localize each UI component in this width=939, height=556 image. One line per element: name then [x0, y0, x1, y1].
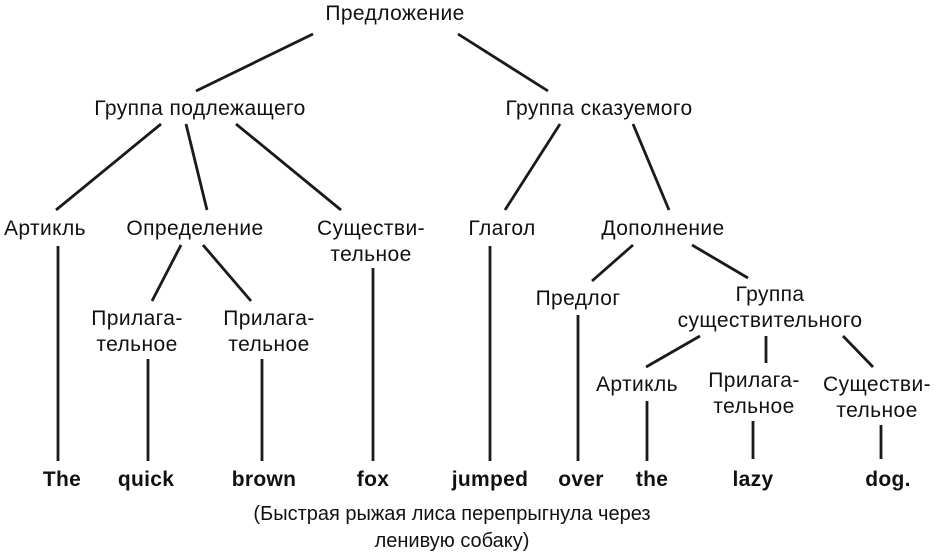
edge-sentence-predicate-group: [457, 32, 549, 93]
edge-subject-group-attribute: [184, 123, 209, 211]
node-subject-group: Группа подлежащего: [94, 97, 306, 120]
word-the-2: the: [635, 468, 669, 491]
edge-attribute-adjective-1: [150, 244, 183, 302]
edge-attribute-adjective-2: [201, 244, 253, 302]
edge-sentence-subject-group: [195, 32, 314, 93]
edge-predicate-group-verb: [503, 123, 562, 211]
node-verb: Глагол: [468, 217, 536, 240]
node-preposition: Предлог: [535, 287, 621, 310]
node-attribute: Определение: [126, 217, 264, 240]
node-noun-group: Группа существительного: [677, 283, 863, 332]
edge-subject-group-article: [55, 122, 162, 212]
node-article-1: Артикль: [4, 217, 86, 240]
translation-caption: (Быстрая рыжая лиса перепрыгнула через л…: [253, 503, 651, 552]
edge-predicate-group-object: [631, 123, 671, 211]
node-adjective-1: Прилага- тельное: [91, 307, 183, 356]
node-adjective-3: Прилага- тельное: [708, 369, 800, 418]
word-jumped: jumped: [451, 468, 529, 491]
word-brown: brown: [231, 468, 297, 491]
node-predicate-group: Группа сказуемого: [505, 97, 693, 120]
word-the-1: The: [42, 468, 82, 491]
node-object: Дополнение: [601, 217, 725, 240]
edge-noun-group-noun: [841, 335, 875, 368]
word-quick: quick: [117, 468, 175, 491]
node-noun-2: Существи- тельное: [823, 373, 931, 422]
word-lazy: lazy: [732, 468, 774, 491]
node-sentence: Предложение: [325, 2, 465, 25]
word-fox: fox: [356, 468, 390, 491]
edge-subject-group-noun: [235, 122, 342, 212]
node-noun-1: Существи- тельное: [317, 217, 425, 266]
edge-object-preposition: [591, 243, 634, 283]
edge-noun-group-article: [645, 334, 701, 369]
word-dog: dog.: [865, 468, 911, 491]
word-over: over: [558, 468, 604, 491]
edge-object-noun-group: [691, 243, 749, 280]
node-article-2: Артикль: [596, 373, 678, 396]
node-adjective-2: Прилага- тельное: [223, 307, 315, 356]
